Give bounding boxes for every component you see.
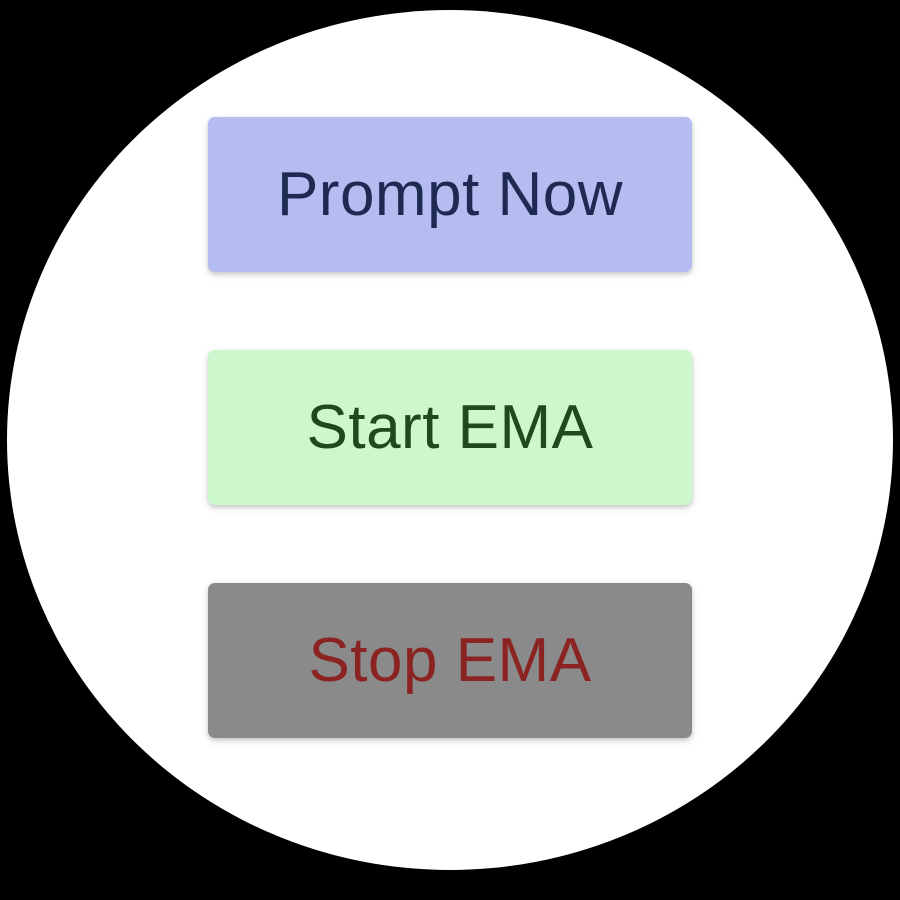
start-ema-button[interactable]: Start EMA — [208, 350, 692, 505]
button-stack: Prompt Now Start EMA Stop EMA — [208, 117, 692, 738]
watch-face-round-surface: Prompt Now Start EMA Stop EMA — [7, 10, 893, 870]
stop-ema-button[interactable]: Stop EMA — [208, 583, 692, 738]
prompt-now-button[interactable]: Prompt Now — [208, 117, 692, 272]
